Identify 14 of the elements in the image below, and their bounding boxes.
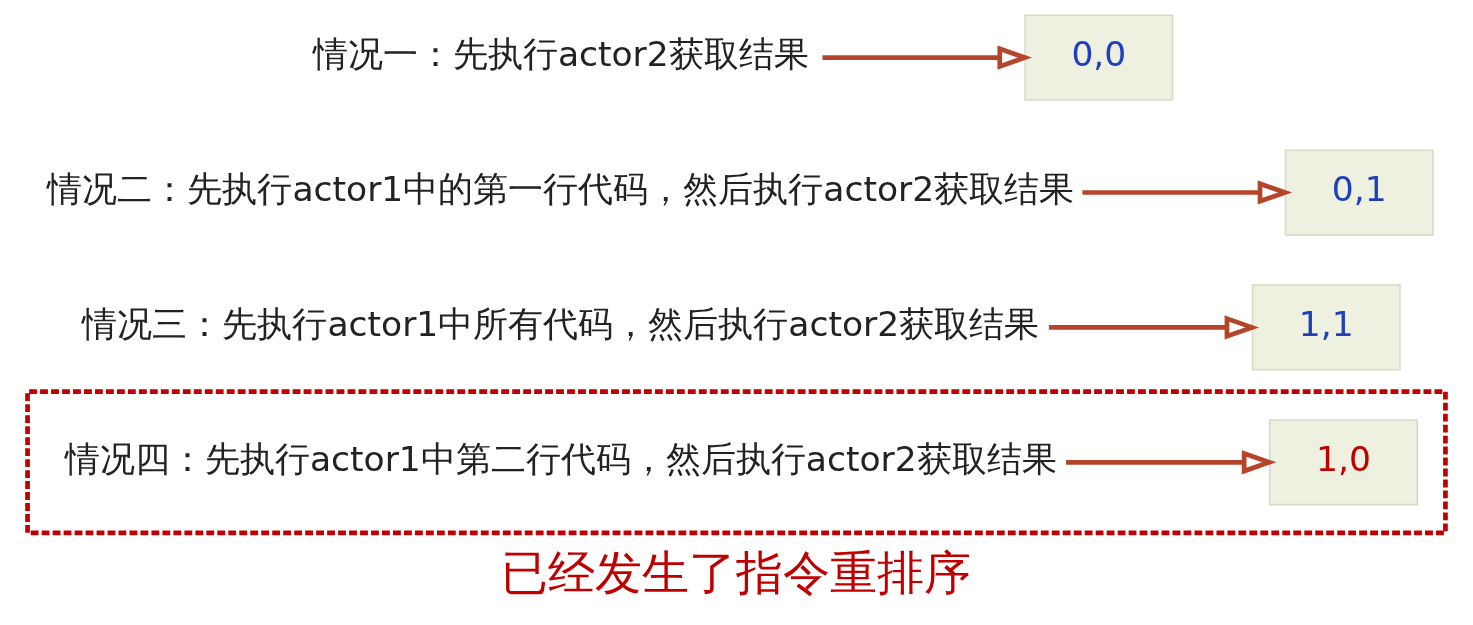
arrow bbox=[1082, 180, 1293, 205]
arrow bbox=[1048, 315, 1260, 340]
cluster bbox=[25, 389, 1448, 536]
arrow bbox=[1066, 450, 1277, 475]
node-box: 1,1 bbox=[1251, 284, 1401, 371]
node-box: 0,0 bbox=[1024, 14, 1174, 101]
node-text: 情况一：先执行actor2获取结果 bbox=[312, 34, 809, 75]
arrow bbox=[822, 45, 1032, 70]
node-text: 情况四：先执行actor1中第二行代码，然后执行actor2获取结果 bbox=[64, 439, 1057, 480]
node-box: 0,1 bbox=[1284, 149, 1434, 236]
caption: 已经发生了指令重排序 bbox=[501, 545, 972, 601]
node-text: 情况三：先执行actor1中所有代码，然后执行actor2获取结果 bbox=[82, 304, 1040, 345]
node-box: 1,0 bbox=[1269, 419, 1418, 506]
node-text: 情况二：先执行actor1中的第一行代码，然后执行actor2获取结果 bbox=[47, 169, 1075, 210]
